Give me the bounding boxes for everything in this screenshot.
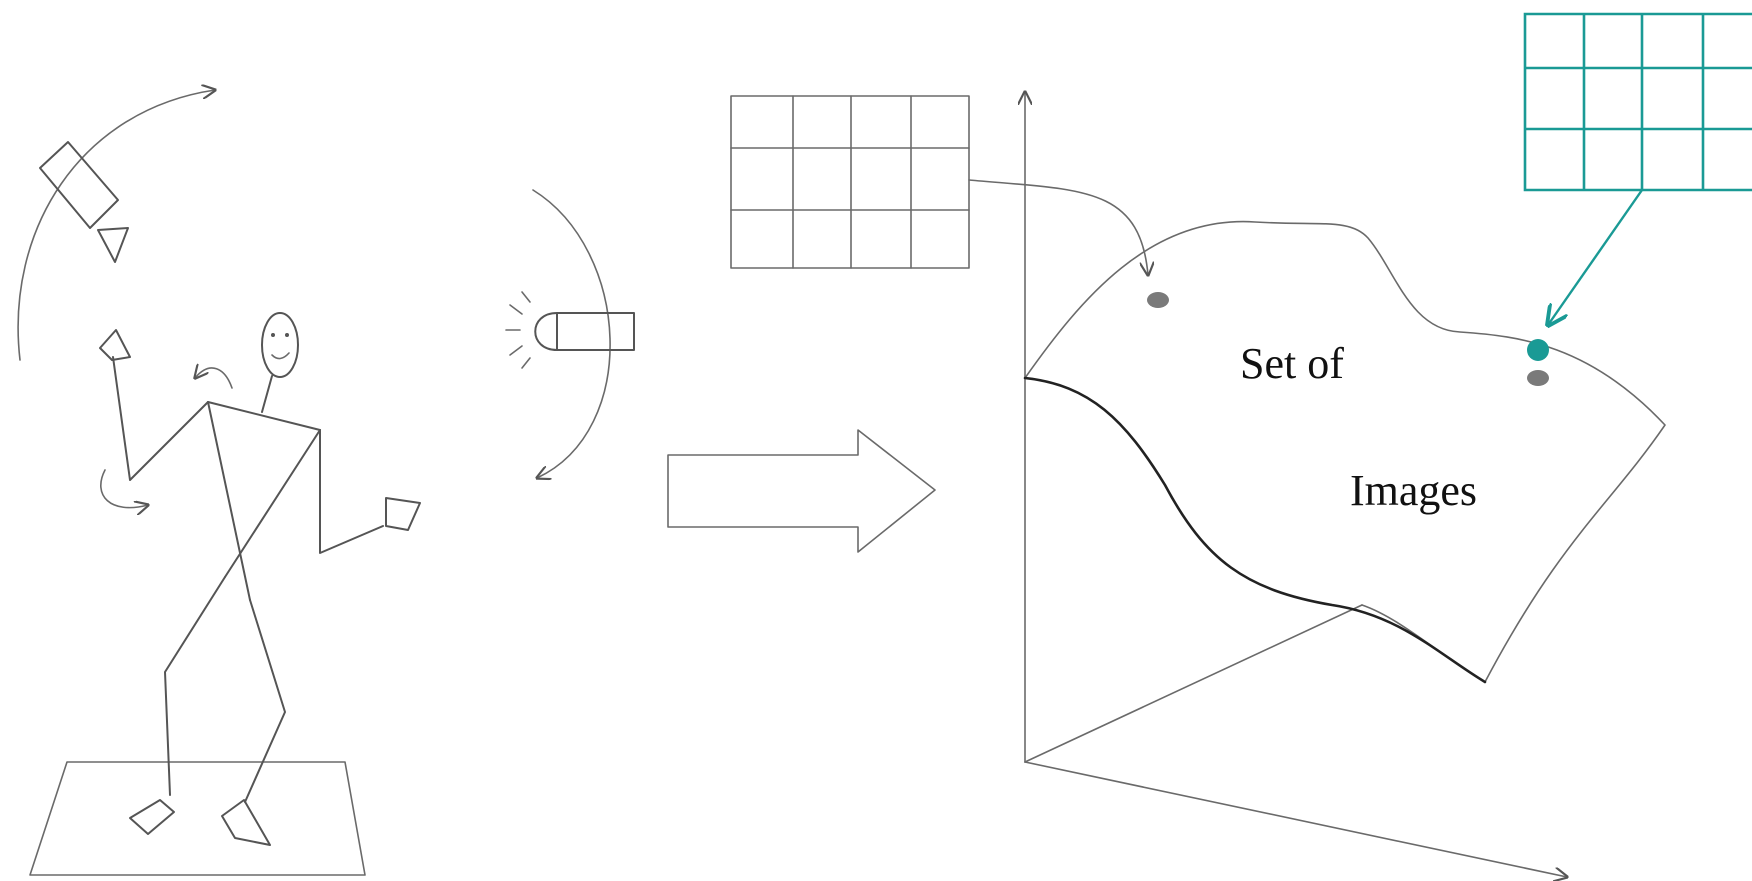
- image-grid-highlighted-icon: [1523, 12, 1752, 192]
- surface-label-line1: Set of: [1240, 339, 1344, 388]
- camera-orbit-arc: [17, 90, 215, 361]
- light-orbit-arc: [532, 189, 611, 478]
- highlight-to-point-arrow: [1548, 189, 1643, 325]
- light-source-icon: [505, 291, 635, 369]
- x-axis: [1024, 761, 1567, 877]
- depth-axis: [1024, 604, 1363, 763]
- image-grid-icon: [730, 95, 970, 269]
- ground-plane: [29, 761, 366, 876]
- transform-arrow-icon: [667, 429, 936, 553]
- image-point: [1527, 370, 1549, 386]
- image-manifold: [1023, 220, 1666, 684]
- grid-to-point-arrow: [968, 179, 1148, 275]
- axes-group: [1025, 92, 1567, 877]
- highlighted-image-point: [1527, 339, 1549, 361]
- image-point: [1147, 292, 1169, 308]
- manifold-front-edge: [1023, 376, 1487, 684]
- scene-group: [17, 90, 936, 876]
- camera-icon: [39, 141, 129, 263]
- surface-label-line2: Images: [1350, 466, 1477, 515]
- stick-figure-icon: [99, 312, 421, 846]
